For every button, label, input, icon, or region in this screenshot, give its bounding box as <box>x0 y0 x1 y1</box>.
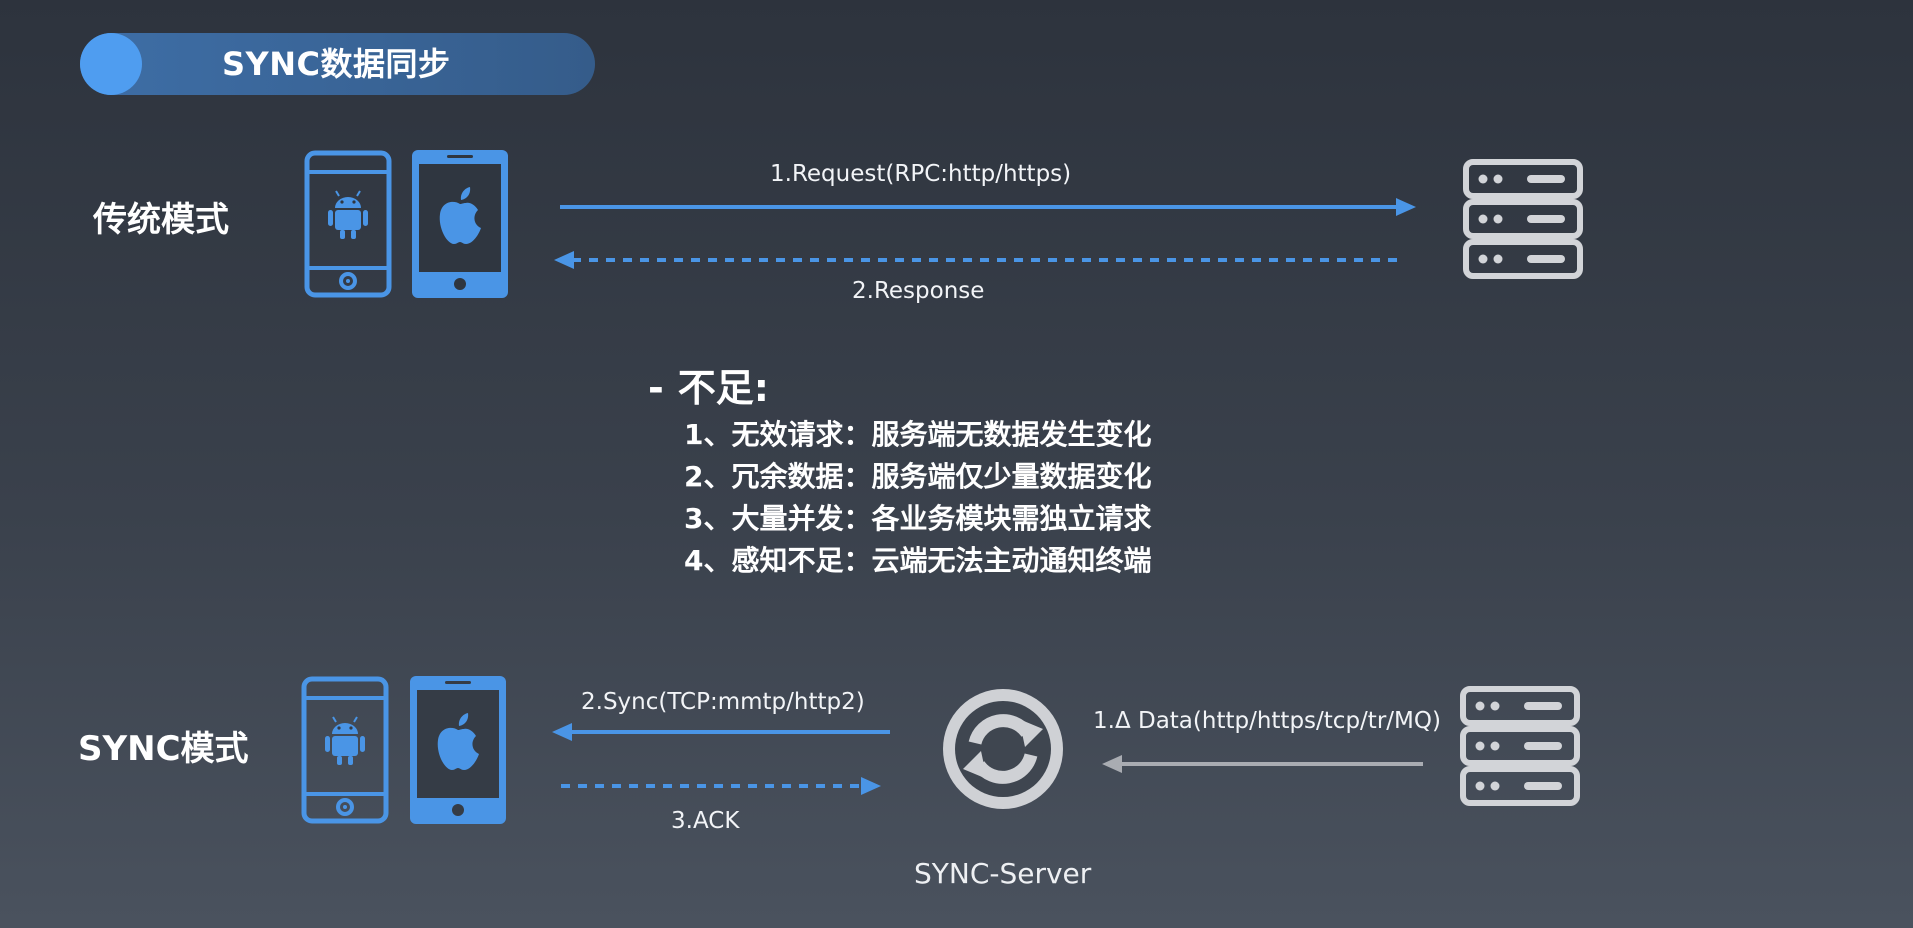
sync-arrow <box>552 723 890 741</box>
server-rack-icon <box>1460 686 1580 806</box>
ack-arrow <box>561 777 881 795</box>
title-bullet <box>80 33 142 95</box>
shortcomings-list: 1、无效请求：服务端无数据发生变化 2、冗余数据：服务端仅少量数据变化 3、大量… <box>684 414 1151 582</box>
android-phone-icon <box>304 150 392 298</box>
delta-data-arrow <box>1102 755 1423 773</box>
list-item: 2、冗余数据：服务端仅少量数据变化 <box>684 460 1152 493</box>
request-arrow <box>560 198 1416 216</box>
shortcomings-heading: -不足: <box>648 364 769 412</box>
title-pill <box>80 33 595 95</box>
shortcomings-heading-text: 不足: <box>677 366 769 410</box>
request-label: 1.Request(RPC:http/https) <box>770 161 1072 187</box>
response-label: 2.Response <box>852 278 985 304</box>
sync-icon <box>943 689 1063 809</box>
delta-data-label: 1.Δ Data(http/https/tcp/tr/MQ) <box>1093 708 1441 734</box>
ack-label: 3.ACK <box>671 808 740 834</box>
sync-label: 2.Sync(TCP:mmtp/http2) <box>581 689 865 715</box>
list-item: 3、大量并发：各业务模块需独立请求 <box>684 502 1152 535</box>
apple-phone-icon <box>412 150 508 298</box>
list-item: 1、无效请求：服务端无数据发生变化 <box>684 418 1152 451</box>
page-title: SYNC数据同步 <box>222 45 451 83</box>
server-rack-icon <box>1463 159 1583 279</box>
apple-phone-icon <box>410 676 506 824</box>
list-item: 4、感知不足：云端无法主动通知终端 <box>684 544 1152 577</box>
sync-server-label: SYNC-Server <box>914 857 1092 890</box>
response-arrow <box>554 251 1403 269</box>
sync-mode-label: SYNC模式 <box>78 729 249 769</box>
traditional-mode-label: 传统模式 <box>93 200 229 240</box>
android-phone-icon <box>301 676 389 824</box>
dash-bullet: - <box>648 366 664 410</box>
